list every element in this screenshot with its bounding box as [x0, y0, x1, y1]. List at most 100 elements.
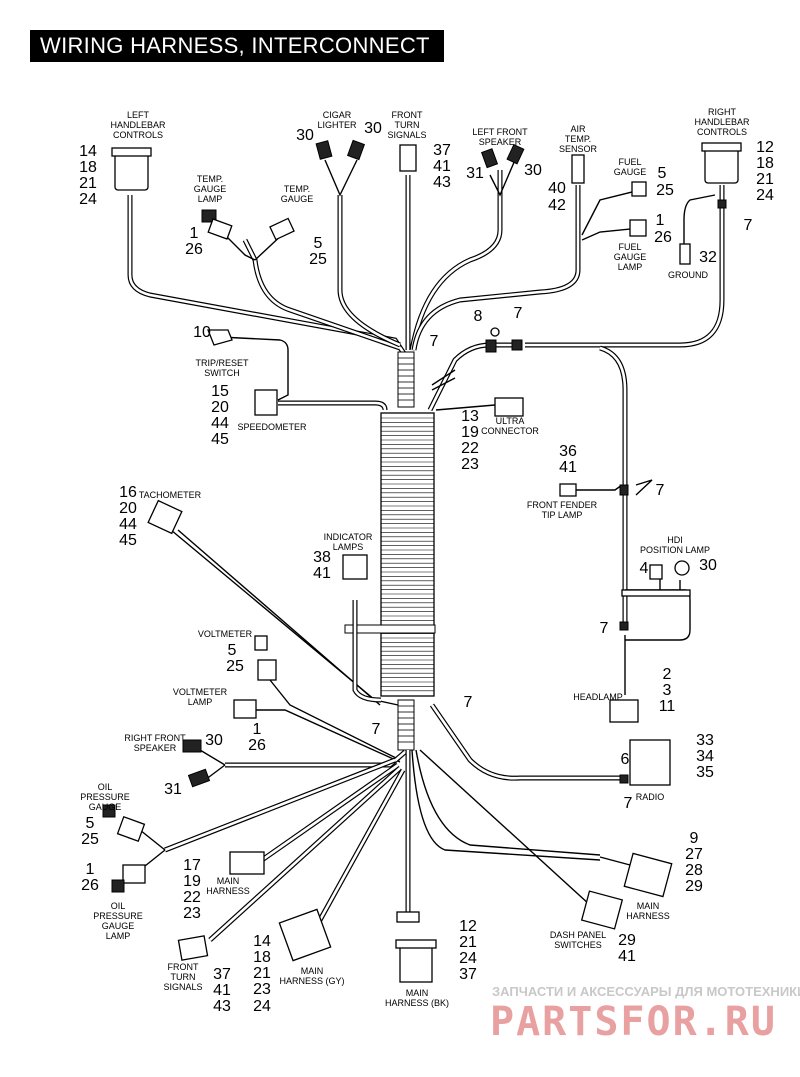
label-lf-speaker-1: LEFT FRONT — [472, 127, 528, 137]
temp-gauge-connector — [269, 217, 295, 241]
ref-tie: 8 — [474, 308, 483, 325]
label-dash-2: SWITCHES — [554, 940, 602, 950]
ref: 5 — [658, 165, 667, 182]
ref: 2 — [663, 666, 672, 683]
ref: 14 — [253, 933, 271, 950]
ref: 37 — [213, 966, 231, 983]
connectors — [102, 139, 742, 983]
ref: 24 — [459, 950, 477, 967]
ref: 45 — [211, 431, 229, 448]
label-ground: GROUND — [668, 270, 708, 280]
hdi-position-lamp — [674, 560, 690, 576]
ref: 17 — [183, 857, 201, 874]
label-front-turn-3: SIGNALS — [387, 130, 426, 140]
central-harness — [344, 351, 436, 751]
ref: 24 — [756, 187, 774, 204]
voltmeter-connector — [254, 635, 268, 651]
ref: 36 — [559, 443, 577, 460]
label-left-handlebar-2: HANDLEBAR — [110, 120, 166, 130]
ref: 5 — [314, 235, 323, 252]
watermark-text: ЗАПЧАСТИ И АКСЕССУАРЫ ДЛЯ МОТОТЕХНИКИ — [492, 984, 800, 999]
ref: 22 — [183, 889, 201, 906]
ref: 19 — [183, 873, 201, 890]
ref: 43 — [433, 174, 451, 191]
label-right-handlebar-1: RIGHT — [708, 107, 737, 117]
ref: 23 — [253, 981, 271, 998]
right-speaker-connector-b — [187, 768, 211, 788]
label-fuel-gauge-2: GAUGE — [614, 167, 647, 177]
cigar-lighter-connector-b — [346, 139, 366, 161]
label-radio: RADIO — [636, 792, 665, 802]
ref: 1 — [656, 212, 665, 229]
ref-tie: 7 — [514, 305, 523, 322]
ref: 41 — [433, 158, 451, 175]
indicator-lamps-connector — [342, 554, 368, 580]
ref: 30 — [296, 127, 314, 144]
label-fuel-lamp-3: LAMP — [618, 262, 643, 272]
ref: 18 — [253, 949, 271, 966]
label-mh-bk-1: MAIN — [406, 988, 429, 998]
main-harness-left-connector — [229, 851, 265, 875]
label-oil-3: GAUGE — [89, 802, 122, 812]
ref: 20 — [119, 500, 137, 517]
ref: 21 — [79, 175, 97, 192]
dash-panel-switches-connector — [580, 890, 624, 930]
front-turn-bottom-connector — [177, 935, 209, 961]
ref: 29 — [685, 878, 703, 895]
label-indicator-1: INDICATOR — [324, 532, 373, 542]
ref: 25 — [309, 251, 327, 268]
ref: 30 — [364, 120, 382, 137]
ref: 21 — [756, 171, 774, 188]
main-harness-gy-connector — [278, 908, 332, 962]
label-right-handlebar-2: HANDLEBAR — [694, 117, 750, 127]
ref: 44 — [119, 516, 137, 533]
label-headlamp: HEADLAMP — [573, 692, 623, 702]
ref: 26 — [185, 241, 203, 258]
label-mh-left-1: MAIN — [217, 876, 240, 886]
ref: 44 — [211, 415, 229, 432]
ref: 24 — [253, 998, 271, 1015]
label-mh-gy-2: HARNESS (GY) — [279, 976, 344, 986]
ref: 22 — [461, 440, 479, 457]
left-speaker-connector-a — [480, 148, 499, 169]
label-dash-1: DASH PANEL — [550, 930, 606, 940]
tachometer-connector — [147, 499, 183, 535]
ref: 21 — [459, 934, 477, 951]
radio-connector — [629, 739, 671, 786]
label-temp-lamp-3: LAMP — [198, 194, 223, 204]
watermark-logo: PARTSFOR.RU — [490, 999, 777, 1045]
label-tachometer: TACHOMETER — [139, 490, 202, 500]
label-temp-gauge-1: TEMP. — [284, 184, 310, 194]
ref: 30 — [205, 732, 223, 749]
label-fuel-gauge-1: FUEL — [618, 157, 641, 167]
label-fender-1: FRONT FENDER — [527, 500, 598, 510]
label-mh-right-2: HARNESS — [626, 911, 670, 921]
ref: 42 — [548, 197, 566, 214]
label-trip-2: SWITCH — [204, 368, 240, 378]
label-ft-bottom-1: FRONT — [168, 962, 199, 972]
label-fuel-lamp-1: FUEL — [618, 242, 641, 252]
label-oillamp-2: PRESSURE — [93, 911, 143, 921]
label-right-handlebar-3: CONTROLS — [697, 127, 747, 137]
ref: 5 — [86, 815, 95, 832]
ref: 26 — [248, 737, 266, 754]
speedometer-connector — [254, 389, 278, 416]
label-indicator-2: LAMPS — [333, 542, 364, 552]
label-air-temp-1: AIR — [570, 124, 586, 134]
ref: 6 — [621, 751, 630, 768]
label-front-turn-1: FRONT — [392, 110, 423, 120]
ref: 4 — [640, 560, 649, 577]
ref: 41 — [313, 565, 331, 582]
ref: 15 — [211, 383, 229, 400]
ref: 29 — [618, 932, 636, 949]
label-oil-1: OIL — [98, 782, 113, 792]
ref: 45 — [119, 532, 137, 549]
ref: 9 — [690, 830, 699, 847]
ref-tie: 7 — [464, 694, 473, 711]
label-rf-speaker-1: RIGHT FRONT — [124, 733, 186, 743]
label-rf-speaker-2: SPEAKER — [134, 743, 177, 753]
ref: 11 — [659, 698, 676, 715]
ref: 26 — [654, 229, 672, 246]
label-ultra-2: CONNECTOR — [481, 426, 539, 436]
label-oillamp-1: OIL — [111, 901, 126, 911]
